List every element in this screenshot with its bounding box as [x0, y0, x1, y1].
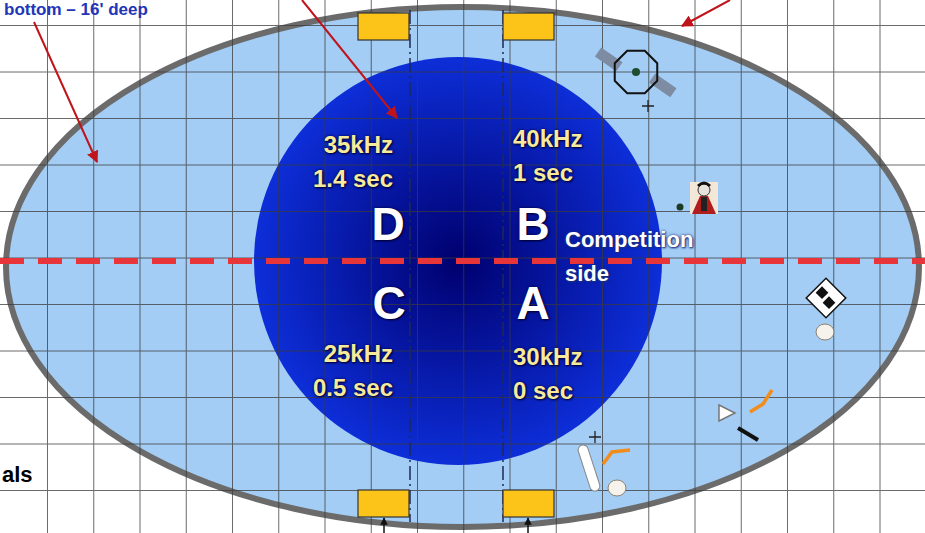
- leader-arrow: [302, 0, 397, 118]
- grid-line: [0, 211, 925, 212]
- grid-line: [880, 0, 881, 533]
- grid-line: [695, 0, 696, 533]
- vampire-icon: [677, 182, 719, 214]
- grid-line: [0, 351, 925, 352]
- gate-block: [358, 13, 409, 40]
- pinger-info: 30kHz 0 sec: [513, 340, 593, 408]
- gate-line: [502, 10, 504, 522]
- grid-line: [93, 0, 94, 533]
- depth-note: bottom – 16' deep: [4, 0, 148, 20]
- marker-cross: [642, 100, 654, 112]
- grid-line: [325, 0, 326, 533]
- grid-line: [556, 0, 557, 533]
- quadrant-letter: A: [505, 277, 561, 329]
- obstacle-icon: [719, 390, 772, 440]
- gate-line: [409, 10, 411, 522]
- divider-line: [0, 258, 925, 264]
- grid-line: [0, 72, 925, 73]
- grid-line: [463, 0, 464, 533]
- grid-line: [833, 0, 834, 533]
- grid-line: [186, 0, 187, 533]
- leader-arrow: [34, 22, 97, 162]
- grid-line: [787, 0, 788, 533]
- grid-line: [0, 444, 925, 445]
- grid-line: [140, 0, 141, 533]
- grid-line: [417, 0, 418, 533]
- sub-icon: [595, 47, 677, 97]
- gate-block: [503, 13, 554, 40]
- grid-line: [0, 490, 925, 491]
- grid-line: [0, 397, 925, 398]
- grid-line: [278, 0, 279, 533]
- grid-line: [232, 0, 233, 533]
- grid-line: [602, 0, 603, 533]
- grid-line: [0, 118, 925, 119]
- pinger-info: 25kHz 0.5 sec: [298, 337, 393, 405]
- grid-line: [0, 25, 925, 26]
- torpedo-icon: [577, 444, 630, 496]
- grid-line: [0, 165, 925, 166]
- grid-line: [510, 0, 511, 533]
- pinger-info: 35kHz 1.4 sec: [298, 128, 393, 196]
- grid-line: [371, 0, 372, 533]
- pool-ellipse: 35kHz 1.4 sec 40kHz 1 secD B C A 25kHz 0.5 se…: [3, 4, 922, 530]
- gate-block: [503, 490, 554, 517]
- grid-line: [0, 304, 925, 305]
- start-arrow: [383, 518, 385, 533]
- pinger-info: 40kHz 1 sec: [513, 122, 593, 190]
- leader-arrow: [682, 0, 730, 26]
- cut-label: als: [2, 462, 33, 488]
- grid-line: [741, 0, 742, 533]
- marker-cross: [589, 431, 601, 443]
- grid-line: [47, 0, 48, 533]
- pool-ellipse-shape: [6, 7, 919, 527]
- grid-line: [648, 0, 649, 533]
- quadrant-letter: D: [360, 198, 416, 250]
- dice-icon: [806, 278, 846, 340]
- quadrant-letter: C: [361, 277, 417, 329]
- gate-block: [358, 490, 409, 517]
- side-label: Competition side: [565, 223, 705, 291]
- start-arrow: [527, 518, 529, 533]
- quadrant-letter: B: [505, 198, 561, 250]
